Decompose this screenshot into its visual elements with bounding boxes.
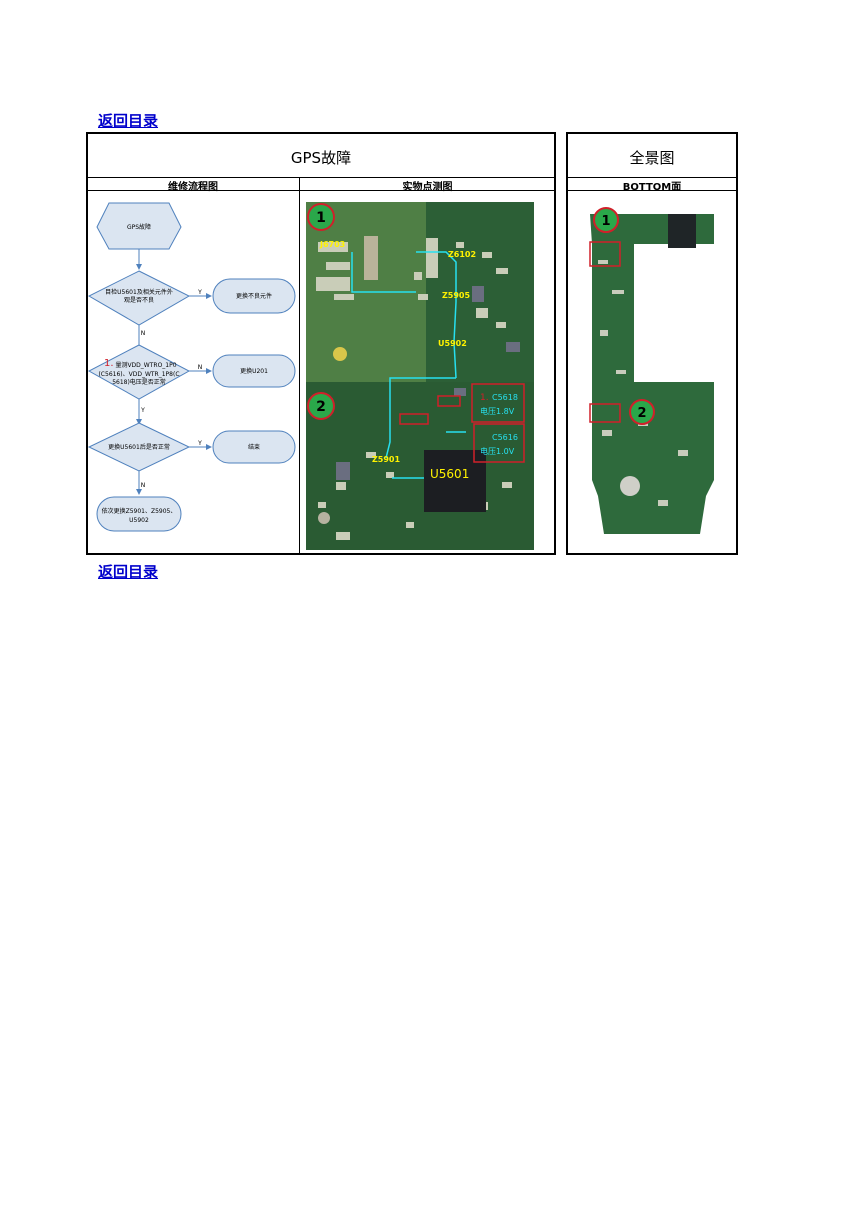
pcb-overview: 1 2 bbox=[589, 207, 714, 534]
flow-no-3: N bbox=[141, 482, 146, 489]
label-z5905: Z5905 bbox=[442, 291, 471, 300]
repair-flowchart: GPS故障 目检U5601及相关元件外 观是否不良 更换不良元件 量测VDD_W… bbox=[87, 202, 296, 532]
flow-yes-2: Y bbox=[197, 440, 202, 447]
flow-q1-line2: 观是否不良 bbox=[124, 296, 154, 304]
flow-q3-label: 更换U5601后是否正常 bbox=[108, 443, 170, 451]
flow-yes-1: Y bbox=[197, 289, 202, 296]
divider bbox=[299, 177, 300, 554]
label-u5601: U5601 bbox=[430, 467, 469, 481]
flow-decision-3 bbox=[87, 422, 191, 472]
flow-q2-number: 1. bbox=[104, 358, 114, 369]
label-c5618-number: 1. bbox=[480, 393, 489, 403]
label-u5902: U5902 bbox=[438, 339, 467, 348]
flow-action-1 bbox=[212, 278, 296, 314]
overview-marker-2: 2 bbox=[637, 406, 646, 421]
pcb-measurement-photo: 1 2 J6703 Z6102 Z5905 U5902 Z5901 U5601 … bbox=[306, 202, 534, 550]
flow-no-2: N bbox=[141, 330, 146, 337]
flow-a1-label: 更换不良元件 bbox=[236, 292, 272, 300]
overview-marker-1: 1 bbox=[601, 214, 610, 229]
divider bbox=[87, 177, 555, 178]
back-to-toc-link-top[interactable]: 返回目录 bbox=[98, 112, 159, 130]
flow-q2-line3: 5618)电压是否正常 bbox=[112, 378, 166, 386]
photo-marker-1: 1 bbox=[316, 210, 326, 226]
flow-q1-line1: 目检U5601及相关元件外 bbox=[105, 288, 173, 296]
flow-start-hexagon bbox=[96, 202, 182, 250]
back-to-toc-link-bottom[interactable]: 返回目录 bbox=[98, 563, 159, 581]
overview-title: 全景图 bbox=[629, 149, 675, 167]
divider bbox=[87, 190, 555, 191]
label-c5618: C5618 bbox=[492, 393, 518, 402]
label-c5616: C5616 bbox=[492, 433, 518, 442]
label-z6102: Z6102 bbox=[448, 250, 476, 259]
overview-table bbox=[566, 132, 738, 555]
flow-last-line1: 依次更换Z5901、Z5905、 bbox=[102, 507, 177, 515]
label-z5901: Z5901 bbox=[372, 455, 401, 464]
flow-a2-label: 更换U201 bbox=[240, 367, 268, 375]
label-c5618-voltage: 电压1.8V bbox=[480, 406, 515, 416]
overview-col-header: BOTTOM面 bbox=[622, 182, 682, 193]
flow-last-step bbox=[96, 496, 182, 532]
col-photo-header: 实物点测图 bbox=[402, 182, 453, 193]
flow-action-2 bbox=[212, 354, 296, 388]
col-flow-header: 维修流程图 bbox=[168, 182, 218, 193]
flow-q2-line1: 量测VDD_WTRO_1P0 bbox=[115, 361, 176, 369]
flow-q2-line2: (C5616)、VDD_WTR_1P8(C bbox=[98, 371, 179, 378]
flow-decision-2 bbox=[87, 344, 191, 400]
flow-a3-label: 结束 bbox=[248, 443, 260, 451]
flow-action-3 bbox=[212, 430, 296, 464]
flow-start-label: GPS故障 bbox=[127, 223, 151, 231]
main-title: GPS故障 bbox=[290, 149, 352, 167]
flow-no-1: N bbox=[198, 364, 203, 371]
flow-yes-3: Y bbox=[140, 407, 145, 414]
divider bbox=[567, 190, 737, 191]
label-c5616-voltage: 电压1.0V bbox=[480, 446, 515, 456]
photo-marker-2: 2 bbox=[316, 399, 326, 415]
flow-decision-1 bbox=[87, 270, 191, 326]
flow-last-line2: U5902 bbox=[129, 517, 149, 524]
label-j6703: J6703 bbox=[319, 240, 345, 249]
main-table bbox=[86, 132, 556, 555]
divider bbox=[567, 177, 737, 178]
